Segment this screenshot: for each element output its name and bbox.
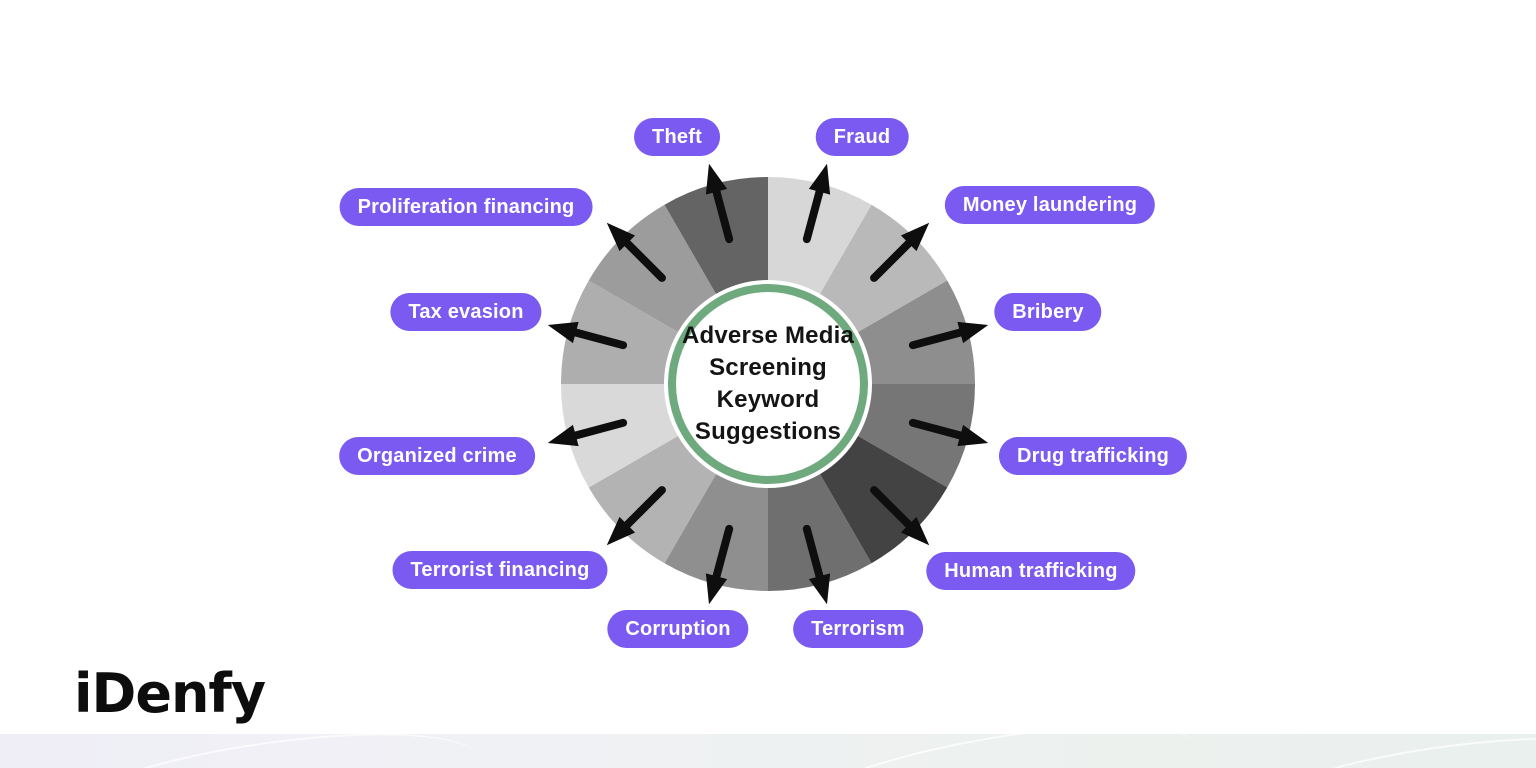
arrow-head-money-laundering [900,222,930,252]
keyword-pill-terrorism: Terrorism [793,610,923,648]
footer-deco-line [775,734,1205,768]
keyword-pill-drug-trafficking: Drug trafficking [998,437,1188,475]
arrow-shaft-corruption [711,524,734,584]
keyword-pill-fraud: Fraud [815,118,909,156]
arrow-shaft-terrorist-financing [621,486,666,531]
arrow-shaft-money-laundering [870,237,915,282]
arrow-head-corruption [705,573,728,605]
wheel-segment-drug-trafficking [858,384,975,488]
wheel-segment-bribery [858,280,975,384]
arrow-shaft-organized-crime [568,418,628,441]
arrow-head-bribery [957,321,989,344]
wheel-segment-terrorism [768,474,872,591]
footer-deco-line [55,734,485,768]
arrow-shaft-bribery [908,327,968,350]
arrow-head-proliferation-financing [606,222,636,252]
wheel-center-title: Adverse Media Screening Keyword Suggesti… [668,320,868,448]
wheel-segment-corruption [664,474,768,591]
arrow-head-human-trafficking [900,516,930,546]
footer-deco-line [1246,734,1536,768]
keyword-pill-bribery: Bribery [994,293,1102,331]
idenfy-logo: iDenfy [74,662,266,725]
arrow-head-terrorist-financing [606,516,636,546]
arrow-shaft-proliferation-financing [621,237,666,282]
keyword-pill-human-trafficking: Human trafficking [926,552,1136,590]
arrow-shaft-fraud [802,184,825,244]
arrow-shaft-human-trafficking [870,486,915,531]
arrow-head-terrorism [808,573,831,605]
arrow-head-fraud [808,163,831,195]
wheel-segment-theft [664,177,768,294]
keyword-pill-theft: Theft [634,118,720,156]
keyword-pill-organized-crime: Organized crime [339,437,535,475]
keyword-pill-money-laundering: Money laundering [944,186,1156,224]
center-title-line: Adverse Media [681,322,854,349]
center-title-line: Keyword [716,386,820,413]
wheel-center-circle [668,284,868,484]
center-title-line: Screening [709,354,827,381]
wheel-segment-organized-crime [561,384,678,488]
arrow-shaft-theft [711,184,734,244]
keyword-pill-proliferation-financing: Proliferation financing [339,188,593,226]
arrow-head-organized-crime [547,424,579,447]
wheel-segment-fraud [768,177,872,294]
arrow-head-tax-evasion [547,321,579,344]
keyword-pill-corruption: Corruption [607,610,749,648]
keyword-pill-tax-evasion: Tax evasion [390,293,542,331]
arrow-shaft-tax-evasion [568,327,628,350]
footer-decoration [0,734,1536,768]
wheel-segment-tax-evasion [561,280,678,384]
arrow-head-theft [705,163,728,195]
arrow-head-drug-trafficking [957,424,989,447]
center-title-line: Suggestions [694,418,842,445]
keyword-pill-terrorist-financing: Terrorist financing [392,551,608,589]
arrow-shaft-terrorism [802,524,825,584]
arrow-shaft-drug-trafficking [908,418,968,441]
